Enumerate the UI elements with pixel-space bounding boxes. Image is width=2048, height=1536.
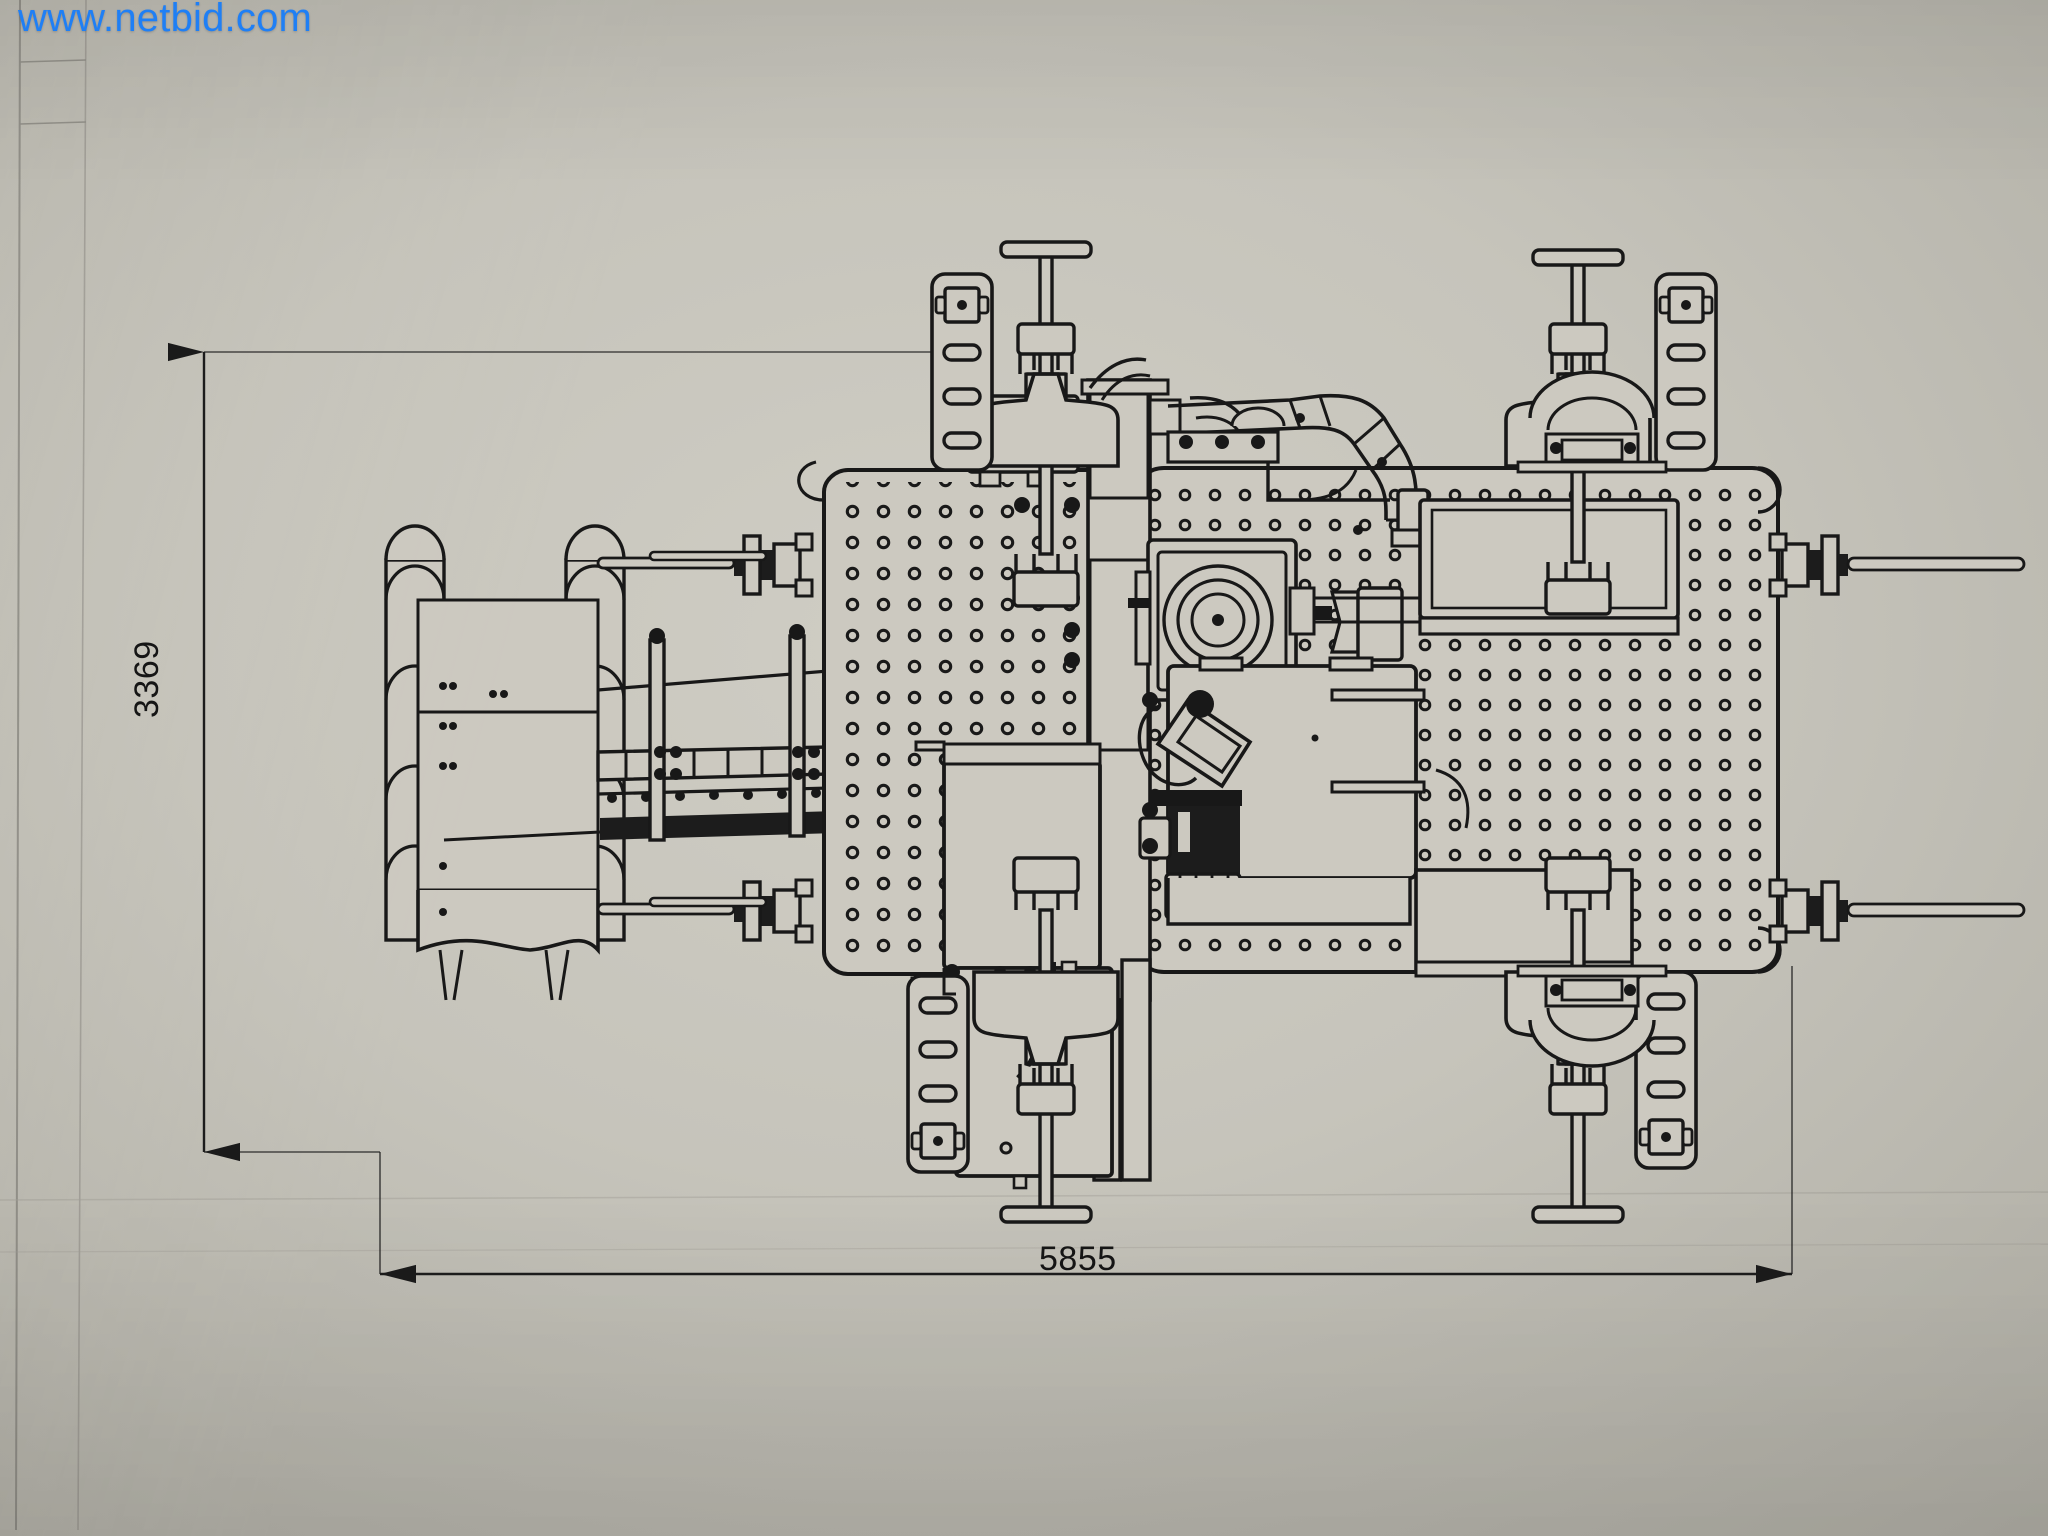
rod-left-lower <box>648 896 768 908</box>
misc-details <box>942 768 1470 1190</box>
dimension-lines <box>168 342 1793 1284</box>
fitting-left-lower <box>596 878 814 944</box>
rod-left-upper <box>648 550 768 562</box>
horizontal-dimension-label: 5855 <box>1039 1240 1117 1278</box>
gearbox-motor-unit <box>1128 538 1404 756</box>
anchor-bracket-top-left <box>930 272 994 472</box>
bearing-block-top <box>1516 370 1668 474</box>
coil-reel-cradle <box>384 524 626 1001</box>
fitting-left-upper <box>596 532 814 598</box>
hydraulic-fittings <box>596 532 2026 944</box>
netbid-watermark: www.netbid.com <box>18 0 313 40</box>
fitting-right-lower <box>1768 878 2026 944</box>
vertical-dimension-label: 3369 <box>128 640 166 718</box>
bearing-block-bottom <box>1516 964 1668 1068</box>
fitting-right-upper <box>1768 532 2026 598</box>
anchor-bracket-top-right <box>1654 272 1718 472</box>
plate-mounted-box <box>1414 868 1634 978</box>
anchor-bracket-bottom-right <box>1634 970 1698 1170</box>
pump-housing-group <box>1137 525 1426 926</box>
anchor-bracket-lower-left <box>906 974 970 1174</box>
